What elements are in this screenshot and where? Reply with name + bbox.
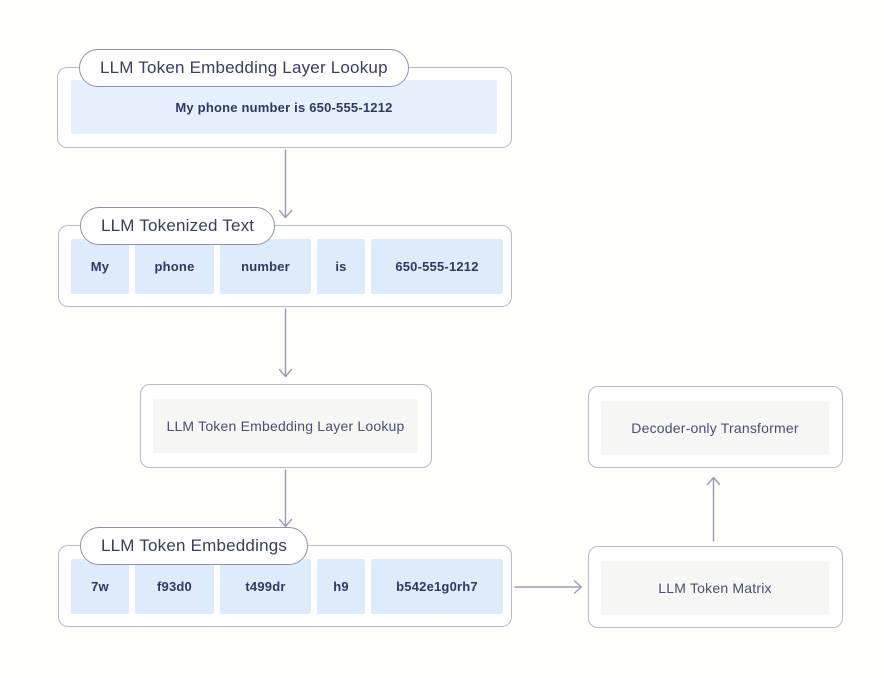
- embedding-chip: 7w: [71, 559, 129, 614]
- tokenized-text-label: LLM Tokenized Text: [80, 207, 276, 245]
- embedding-tokens-row: 7w f93d0 t499dr h9 b542e1g0rh7: [71, 559, 503, 614]
- token-matrix-box: LLM Token Matrix: [588, 546, 843, 628]
- arrow-down-icon: [278, 149, 293, 219]
- token-chip: 650-555-1212: [371, 239, 503, 294]
- embedding-lookup-step-box: LLM Token Embedding Layer Lookup: [140, 384, 432, 468]
- embedding-chip: b542e1g0rh7: [371, 559, 503, 614]
- decoder-transformer-label: Decoder-only Transformer: [601, 401, 829, 455]
- arrow-down-icon: [278, 469, 293, 528]
- embedding-lookup-input-label: LLM Token Embedding Layer Lookup: [79, 49, 409, 87]
- arrow-right-icon: [514, 580, 583, 594]
- token-embeddings-label: LLM Token Embeddings: [80, 527, 309, 565]
- decoder-transformer-box: Decoder-only Transformer: [588, 386, 843, 468]
- tokenized-text-box: LLM Tokenized Text My phone number is 65…: [58, 207, 512, 307]
- arrow-down-icon: [278, 308, 293, 378]
- token-chip: number: [220, 239, 311, 294]
- token-chip: phone: [135, 239, 214, 294]
- tokenized-tokens-row: My phone number is 650-555-1212: [71, 239, 503, 294]
- embedding-lookup-input-box: LLM Token Embedding Layer Lookup My phon…: [57, 49, 512, 148]
- token-chip: is: [317, 239, 365, 294]
- embedding-chip: h9: [317, 559, 365, 614]
- input-sentence: My phone number is 650-555-1212: [71, 80, 497, 134]
- arrow-up-icon: [706, 476, 721, 542]
- embedding-lookup-step-label: LLM Token Embedding Layer Lookup: [153, 399, 418, 453]
- embedding-chip: t499dr: [220, 559, 311, 614]
- token-embeddings-box: LLM Token Embeddings 7w f93d0 t499dr h9 …: [58, 527, 512, 627]
- embedding-chip: f93d0: [135, 559, 214, 614]
- token-chip: My: [71, 239, 129, 294]
- token-matrix-label: LLM Token Matrix: [601, 561, 829, 615]
